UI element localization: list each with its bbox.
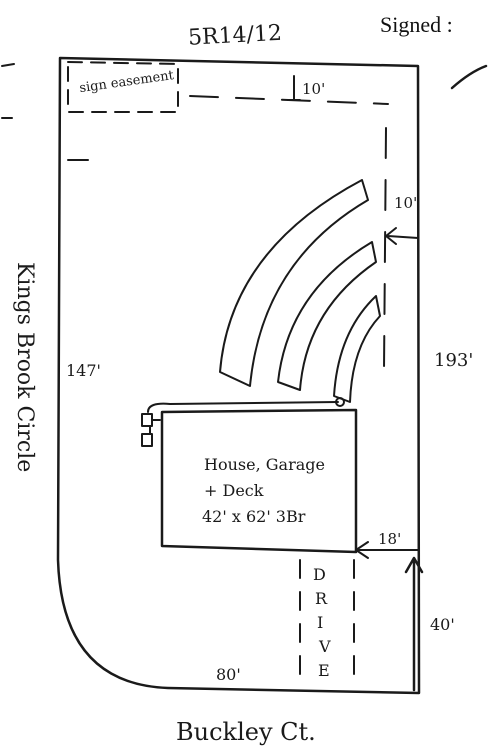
street-left-label: Kings Brook Circle: [12, 262, 37, 472]
top-setback-label: 10': [302, 80, 325, 98]
top-setback-arrow: [287, 75, 301, 101]
signature-stroke: [450, 64, 488, 90]
drive-letter-i: I: [317, 613, 323, 632]
drive-letter-r: R: [315, 589, 328, 608]
drive-letter-e: E: [318, 661, 330, 680]
drive-bottom-dim-label: 40': [430, 615, 455, 634]
drive-letter-d: D: [313, 565, 326, 584]
drive-bottom-dim-arrow: [404, 556, 424, 692]
right-side-dim-label: 193': [434, 350, 473, 371]
drive-letter-v: V: [318, 637, 331, 656]
curved-row-inner: [333, 295, 381, 403]
sign-easement-box: [67, 61, 179, 113]
street-bottom-label: Buckley Ct.: [176, 718, 316, 746]
fixture-line: [149, 419, 161, 435]
lot-boundary: [56, 56, 421, 695]
setback-line-right: [383, 127, 387, 371]
fixture-box-2: [141, 433, 153, 447]
fixture-box-1: [141, 413, 153, 427]
right-setback-arrow: [385, 227, 419, 245]
left-margin-tick: [1, 63, 15, 67]
curved-row-middle: [277, 241, 377, 391]
house-label-line3: 42' x 62' 3Br: [202, 507, 306, 526]
house-footprint: [160, 408, 358, 554]
house-label-line1: House, Garage: [204, 455, 325, 474]
bottom-side-dim-label: 80': [216, 665, 241, 684]
signed-label: Signed :: [380, 12, 453, 37]
house-right-dim-arrow: [355, 541, 419, 559]
left-side-dim-label: 147': [66, 361, 101, 380]
date-text: 5R14/12: [187, 21, 282, 51]
utility-line: [147, 401, 339, 413]
house-right-dim-label: 18': [378, 530, 401, 548]
utility-point: [335, 397, 345, 407]
sign-easement-label: sign easement: [78, 68, 175, 96]
curved-row-outer: [219, 179, 369, 387]
house-label-line2: + Deck: [204, 481, 264, 500]
right-setback-label: 10': [394, 194, 417, 212]
